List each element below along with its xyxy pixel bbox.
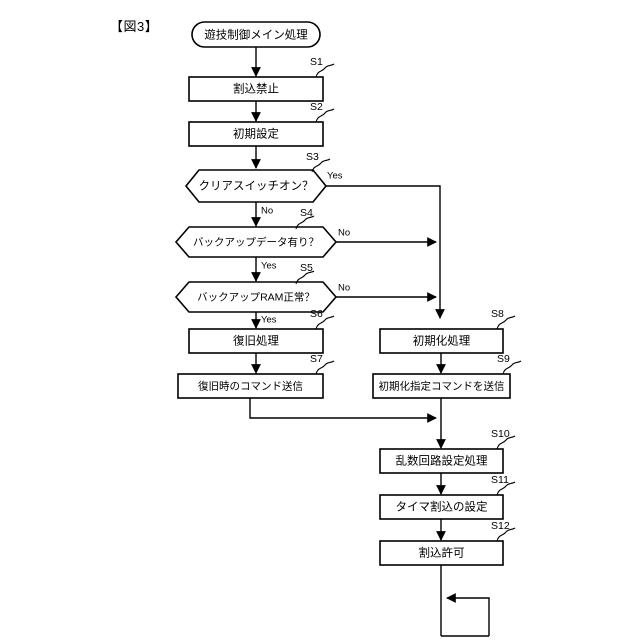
node-s3-label: クリアスイッチオン？ — [199, 180, 314, 193]
leader-s3 — [311, 158, 331, 173]
leader-s11 — [496, 481, 516, 496]
node-s9-label: 初期化指定コマンドを送信 — [379, 379, 505, 392]
node-s2-label: 初期設定 — [233, 127, 279, 141]
node-s3[interactable]: クリアスイッチオン？ — [184, 169, 328, 203]
step-label-s7: S7 — [310, 353, 323, 365]
step-label-s8: S8 — [491, 308, 504, 320]
step-label-s10: S10 — [491, 428, 510, 440]
node-s1[interactable]: 割込禁止 — [188, 76, 324, 102]
node-s7[interactable]: 復旧時のコマンド送信 — [177, 373, 324, 399]
figure-title: 【図3】 — [110, 19, 159, 34]
node-s12[interactable]: 割込許可 — [379, 540, 504, 566]
step-label-s6: S6 — [310, 308, 323, 320]
node-s5-label: バックアップRAM正常？ — [197, 290, 315, 303]
step-label-s2: S2 — [310, 101, 323, 113]
step-label-s11: S11 — [491, 474, 509, 486]
edge-s3-yes-trunk — [326, 185, 445, 319]
branch-label-s3-yes: Yes — [327, 171, 343, 182]
node-start-label: 遊技制御メイン処理 — [204, 28, 308, 42]
node-s6-label: 復旧処理 — [233, 334, 279, 348]
step-label-s4: S4 — [300, 207, 313, 219]
step-label-s5: S5 — [300, 262, 313, 274]
leader-s1 — [315, 63, 335, 78]
branch-label-s5-yes: Yes — [261, 315, 277, 326]
leader-s2 — [315, 108, 335, 123]
node-s12-label: 割込許可 — [419, 546, 465, 560]
leader-s10 — [496, 435, 516, 450]
step-label-s12: S12 — [491, 520, 510, 532]
node-s4-label: バックアップデータ有り？ — [193, 235, 319, 248]
leader-s6 — [315, 315, 335, 330]
node-s7-label: 復旧時のコマンド送信 — [198, 379, 303, 392]
node-s10-label: 乱数回路設定処理 — [396, 454, 488, 468]
edge-loop-back — [446, 593, 490, 636]
node-s11-label: タイマ割込の設定 — [396, 500, 488, 514]
leader-s8 — [496, 315, 516, 330]
leader-s5 — [295, 270, 315, 285]
node-s9[interactable]: 初期化指定コマンドを送信 — [372, 373, 511, 399]
branch-label-s3-no: No — [261, 206, 273, 217]
leader-s4 — [295, 215, 315, 230]
node-s1-label: 割込禁止 — [233, 82, 279, 96]
node-start[interactable]: 遊技制御メイン処理 — [191, 21, 321, 48]
edge-s7-trunk — [249, 398, 437, 423]
branch-label-s5-no: No — [338, 283, 350, 294]
branch-label-s4-yes: Yes — [261, 261, 277, 272]
step-label-s9: S9 — [497, 353, 510, 365]
node-s4[interactable]: バックアップデータ有り？ — [174, 226, 338, 258]
node-s10[interactable]: 乱数回路設定処理 — [379, 448, 504, 474]
leader-s9 — [502, 360, 522, 375]
node-s8-label: 初期化処理 — [413, 334, 471, 348]
node-s11[interactable]: タイマ割込の設定 — [379, 494, 504, 520]
step-label-s3: S3 — [306, 151, 319, 163]
node-s2[interactable]: 初期設定 — [188, 121, 324, 147]
leader-s12 — [496, 527, 516, 542]
node-s8[interactable]: 初期化処理 — [379, 328, 504, 354]
branch-label-s4-no: No — [338, 228, 350, 239]
node-s5[interactable]: バックアップRAM正常？ — [174, 281, 338, 313]
node-s6[interactable]: 復旧処理 — [188, 328, 324, 354]
step-label-s1: S1 — [310, 56, 323, 68]
leader-s7 — [315, 360, 335, 375]
